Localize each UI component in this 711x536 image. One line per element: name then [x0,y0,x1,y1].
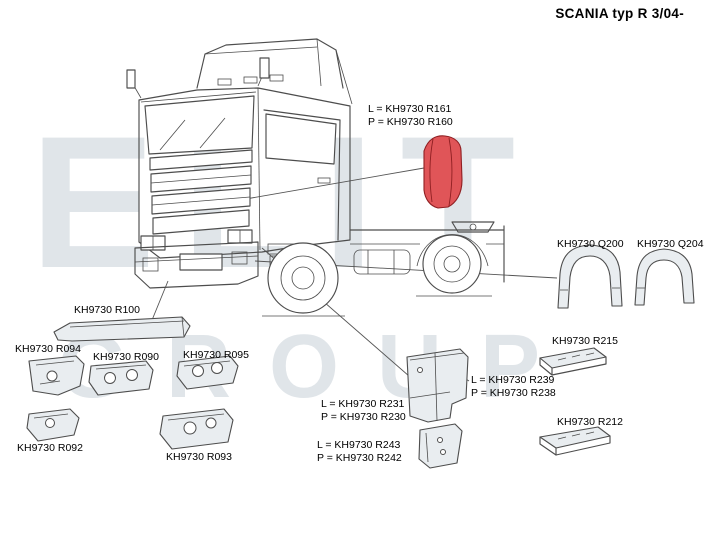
truck-illustration [126,38,505,317]
part-r231-r239-drawing [406,348,469,423]
part-q204-drawing [634,248,695,306]
part-label-line: L = KH9730 R239 [471,374,555,386]
part-label-r094: KH9730 R094 [15,343,81,355]
part-label-line: P = KH9730 R230 [321,411,406,423]
part-r100-drawing [53,316,191,342]
part-r161-highlight-drawing [423,135,463,209]
page-title: SCANIA typ R 3/04- [555,6,684,21]
part-label-line: P = KH9730 R238 [471,387,556,399]
part-label-r215: KH9730 R215 [552,335,618,347]
part-label-q200: KH9730 Q200 [557,238,624,250]
part-label-r231-r230: L = KH9730 R231 P = KH9730 R230 [321,398,406,424]
part-r243-drawing [418,423,463,469]
part-r095-drawing [176,355,239,390]
part-label-r161-r160: L = KH9730 R161 P = KH9730 R160 [368,103,453,129]
part-label-r239-r238: L = KH9730 R239 P = KH9730 R238 [471,374,556,400]
part-r093-drawing [159,408,234,450]
part-r092-drawing [26,408,80,442]
part-q200-drawing [557,244,623,309]
part-label-line: L = KH9730 R243 [317,439,401,451]
part-label-line: P = KH9730 R160 [368,116,453,128]
part-label-r212: KH9730 R212 [557,416,623,428]
part-label-r095: KH9730 R095 [183,349,249,361]
part-label-r092: KH9730 R092 [17,442,83,454]
part-label-q204: KH9730 Q204 [637,238,704,250]
part-label-r090: KH9730 R090 [93,351,159,363]
part-label-r243-r242: L = KH9730 R243 P = KH9730 R242 [317,439,402,465]
part-r094-drawing [28,355,85,396]
part-label-r093: KH9730 R093 [166,451,232,463]
part-r090-drawing [88,360,154,396]
part-r212-drawing [539,426,611,456]
part-label-line: P = KH9730 R242 [317,452,402,464]
part-r215-drawing [539,347,607,376]
part-label-line: L = KH9730 R161 [368,103,452,115]
part-label-r100: KH9730 R100 [74,304,140,316]
part-label-line: L = KH9730 R231 [321,398,405,410]
